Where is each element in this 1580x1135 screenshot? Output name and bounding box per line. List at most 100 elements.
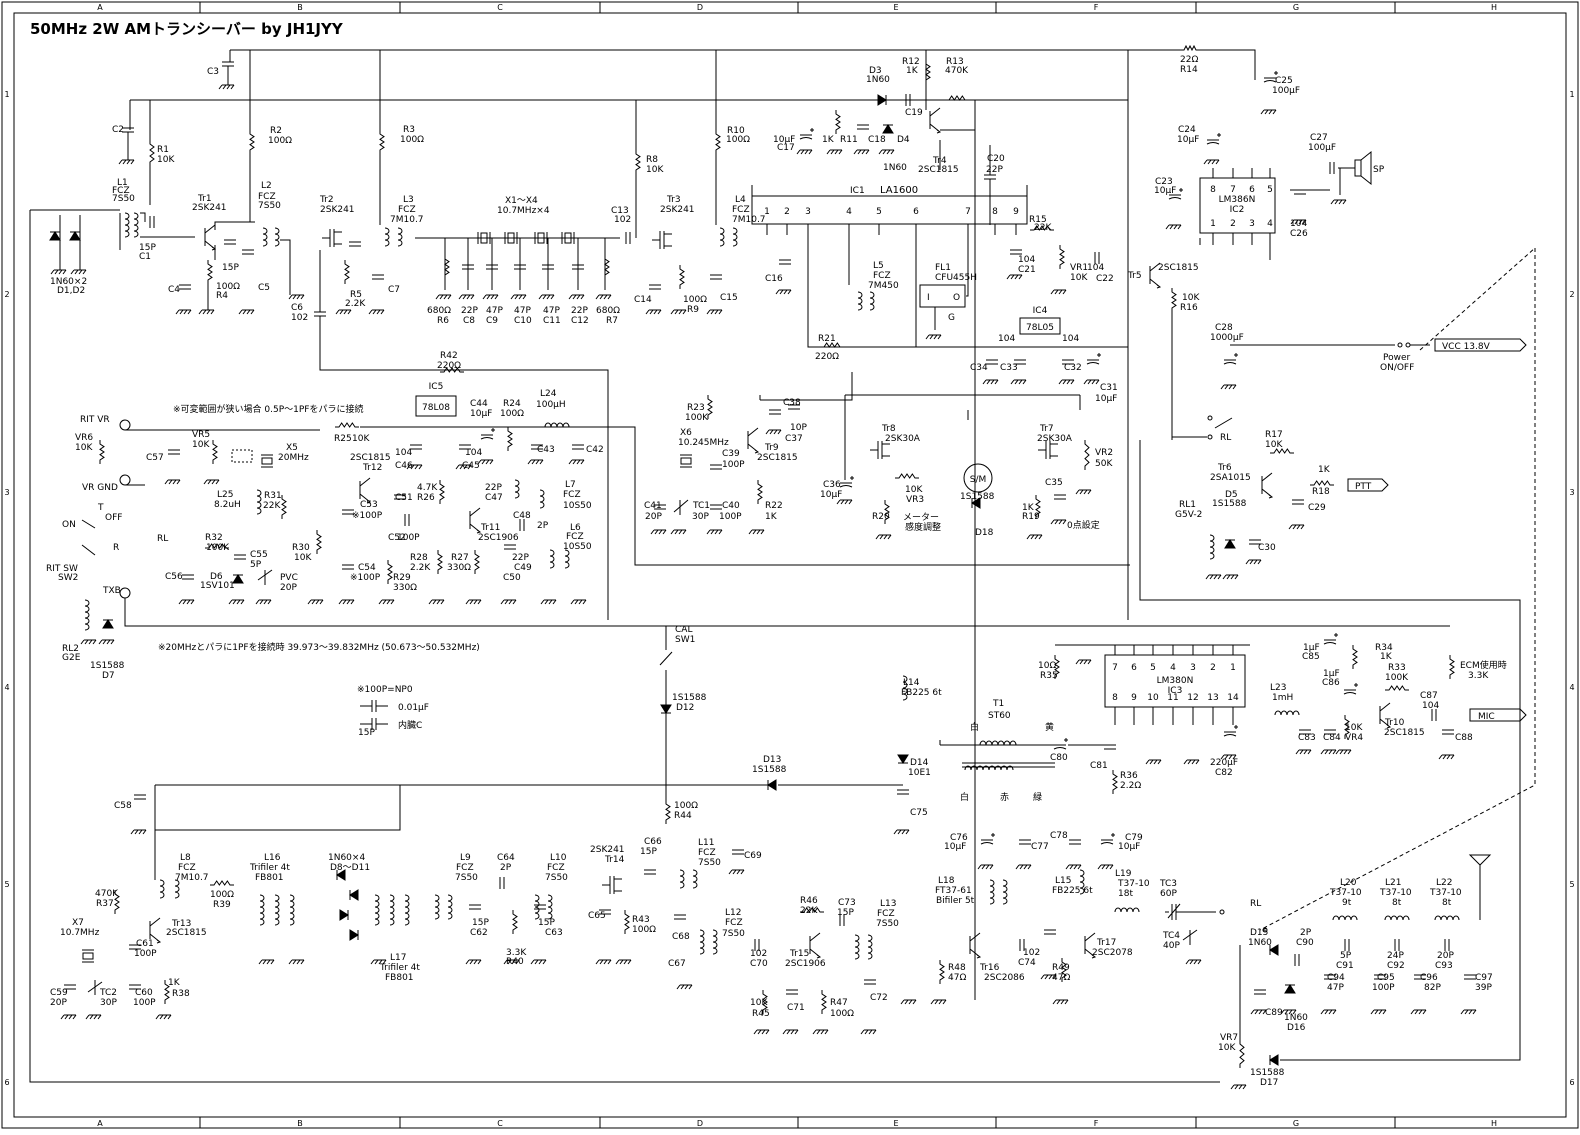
sp-wire [1338, 167, 1355, 195]
inductor [1384, 915, 1410, 921]
label-c73v: 15P [837, 908, 854, 918]
label-r7n: R7 [606, 316, 618, 326]
capacitor [1464, 974, 1476, 980]
label-c92n: C92 [1387, 961, 1405, 971]
label-c66v: 15P [640, 847, 657, 857]
label-d4v: 1N60 [883, 163, 907, 173]
label-d14v: 10E1 [908, 768, 931, 778]
inductor [124, 212, 130, 238]
resistor [379, 130, 385, 154]
resistor [316, 530, 322, 554]
ic3-ref: IC3 [1168, 686, 1183, 696]
label-c11: 47P [543, 306, 560, 316]
inner-frame [13, 12, 1567, 1118]
label-c64: C64 [497, 853, 515, 863]
label-c42: C42 [586, 445, 604, 455]
box-dashed [231, 449, 253, 463]
ground-symbol [570, 599, 587, 605]
crystal [261, 454, 273, 468]
column-label-top: C [497, 3, 503, 12]
capacitor [1324, 729, 1336, 735]
resistor [835, 110, 841, 134]
label-c41: C41 [644, 501, 662, 511]
ground-symbol [650, 529, 667, 535]
ground-symbol [1245, 559, 1262, 565]
ic3-pin: 14 [1227, 693, 1239, 703]
label-r20n: R20 [872, 512, 890, 522]
diode [767, 779, 777, 791]
label-tr16v: 2SC2086 [984, 973, 1025, 983]
capacitor [654, 504, 666, 510]
label-c26n: C26 [1290, 229, 1308, 239]
ground-symbol [836, 499, 853, 505]
label-rl1v: G5V-2 [1175, 510, 1202, 520]
ic4-78l05 [1019, 317, 1061, 335]
crystal [477, 232, 491, 244]
label-tr6: Tr6 [1217, 463, 1232, 473]
label-tr17v: 2SC2078 [1092, 948, 1133, 958]
label-r29: R29 [393, 573, 411, 583]
label-c91: 5P [1340, 951, 1352, 961]
label-c70n: C70 [750, 959, 768, 969]
column-label-top: A [97, 3, 103, 12]
label-legend3: 内臓C [398, 719, 422, 731]
transistor [1084, 932, 1097, 959]
ground-symbol [1230, 1084, 1247, 1090]
label-tc1v: 30P [692, 512, 709, 522]
capacitor [1054, 494, 1066, 500]
label-tr2v: 2SK241 [320, 205, 355, 215]
diode [336, 869, 346, 881]
ground-symbol [378, 599, 395, 605]
inductor [159, 879, 165, 899]
inductor [1002, 879, 1008, 905]
inductor [549, 549, 555, 569]
diode [349, 889, 359, 901]
ground-symbol [198, 309, 215, 315]
label-r47: R47 [830, 998, 848, 1008]
label-white1: 白 [970, 721, 979, 733]
ic3-pin: 12 [1187, 693, 1198, 703]
label-r21: R21 [818, 334, 836, 344]
label-r45: 10K [750, 998, 768, 1008]
label-c95: C95 [1377, 973, 1395, 983]
ground-symbol [1460, 1009, 1477, 1015]
label-c30: C30 [1258, 543, 1276, 553]
label-l5b: 7M450 [868, 281, 899, 291]
ic3-pin: 5 [1150, 663, 1156, 673]
electrolytic-capacitor [1206, 133, 1221, 145]
label-note1: ※可変範囲が狭い場合 0.5P～1PFをパラに接続 [173, 403, 363, 415]
capacitor [129, 944, 141, 950]
column-label-bottom: G [1293, 1119, 1299, 1128]
ground-symbol [1260, 109, 1277, 115]
label-dmix2: D8～D11 [330, 863, 370, 873]
resistor [1180, 44, 1200, 52]
capacitor [1442, 729, 1454, 735]
inductor [692, 869, 698, 889]
ground-symbol [1335, 749, 1352, 755]
electrolytic-capacitor [1086, 353, 1101, 365]
ground-symbol [1370, 1009, 1387, 1015]
label-c27: C27 [1310, 133, 1328, 143]
label-d13: D13 [763, 755, 781, 765]
resistor [895, 473, 919, 479]
label-r31v: 22K [263, 501, 281, 511]
l2-out [280, 239, 291, 295]
ic5-78l08 [415, 395, 457, 417]
label-c31v: 10μF [1095, 394, 1117, 404]
electrolytic-capacitor [1168, 188, 1183, 200]
crystal [504, 232, 518, 244]
label-r18: 1K [1318, 465, 1331, 475]
label-off: OFF [105, 513, 122, 523]
label-l24: L24 [540, 389, 557, 399]
ic4-part: 78L05 [1026, 323, 1054, 333]
ic1-edge [751, 185, 1028, 196]
label-c1n: C1 [139, 252, 151, 262]
label-c16: C16 [765, 274, 783, 284]
ground-symbol [435, 294, 452, 300]
label-c15: C15 [720, 293, 738, 303]
ic1-ref: IC1 [850, 186, 865, 196]
row-label-left: 2 [4, 290, 9, 299]
label-r17v: 10K [1265, 440, 1283, 450]
diode [349, 929, 359, 941]
